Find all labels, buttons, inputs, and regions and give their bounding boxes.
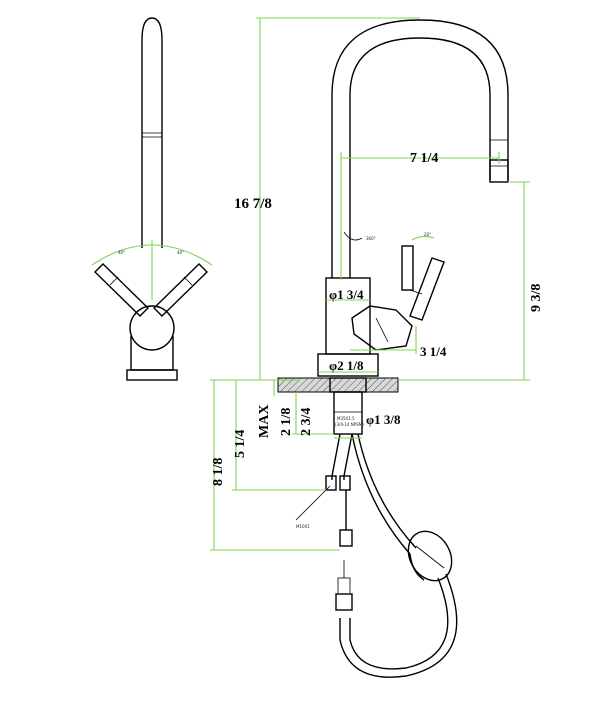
spout-rotation-label: 360° bbox=[366, 236, 376, 241]
handle-cartridge bbox=[351, 305, 413, 351]
side-view-left-handle-seg bbox=[109, 276, 119, 286]
base-diameter-label: φ2 1/8 bbox=[329, 358, 364, 373]
handle-tilt-arc bbox=[411, 235, 435, 241]
connector-leader bbox=[295, 485, 331, 521]
pull-hose-upper-2 bbox=[351, 433, 411, 555]
hose-length-1-label: 5 1/4 bbox=[233, 430, 248, 458]
front-view: 360° 20° M35X1.5 (3/4-14 NPSM) M10X1 bbox=[277, 19, 509, 678]
hose-length-2-label: 8 1/8 bbox=[211, 458, 226, 486]
side-view-body bbox=[130, 336, 174, 371]
pull-hose-end-connector bbox=[337, 577, 351, 595]
side-view: 40° 40° bbox=[91, 17, 213, 381]
rotation-arrow bbox=[343, 231, 363, 241]
shank bbox=[333, 391, 363, 435]
side-view-base bbox=[126, 369, 178, 381]
hose-weight-line bbox=[415, 545, 445, 569]
side-view-right-handle-seg bbox=[183, 276, 193, 286]
overall-height-label: 16 7/8 bbox=[234, 196, 272, 212]
shank-length-label: 2 3/4 bbox=[299, 408, 314, 436]
pull-hose-loop-outer bbox=[339, 573, 458, 678]
side-view-left-handle bbox=[94, 263, 149, 317]
spout-reach-label: 7 1/4 bbox=[410, 151, 438, 166]
shank-label-1: M35X1.5 bbox=[337, 416, 355, 421]
dimension-labels: 16 7/8 7 1/4 9 3/8 φ1 3/4 φ2 1/8 3 1/4 M… bbox=[211, 151, 544, 486]
pull-hose-loop-inner bbox=[349, 577, 449, 670]
pull-hose-upper bbox=[357, 433, 417, 549]
hose-connector-label: M10X1 bbox=[296, 524, 310, 529]
handle-tilt-label: 20° bbox=[424, 232, 431, 237]
cartridge-line bbox=[375, 317, 389, 343]
shank-label-2: (3/4-14 NPSM) bbox=[335, 422, 364, 427]
spout-height-label: 9 3/8 bbox=[529, 284, 544, 312]
side-view-right-handle bbox=[153, 263, 208, 317]
supply-hose-right bbox=[343, 433, 353, 480]
supply-end-fitting bbox=[339, 529, 353, 547]
angle-left-label: 40° bbox=[118, 250, 125, 255]
body-diameter-label: φ1 3/4 bbox=[329, 287, 364, 302]
handle-offset-label: 3 1/4 bbox=[420, 344, 447, 359]
deck-max-label: 2 1/8 bbox=[279, 408, 294, 436]
max-label: MAX bbox=[257, 405, 272, 438]
pull-hose-end-fitting bbox=[335, 593, 353, 611]
supply-fitting-left bbox=[325, 475, 337, 491]
dimension-lines bbox=[210, 17, 530, 551]
hose-weight bbox=[407, 530, 453, 582]
side-view-spout bbox=[141, 17, 163, 248]
spout-inner bbox=[349, 37, 491, 278]
angle-right-label: 40° bbox=[177, 250, 184, 255]
shank-diameter-label: φ1 3/8 bbox=[366, 412, 401, 427]
body-base bbox=[317, 353, 379, 377]
handle-lever-seg bbox=[409, 289, 423, 295]
side-view-handle-knob bbox=[129, 305, 175, 351]
handle-lever-tilted bbox=[409, 257, 445, 321]
spout-outer bbox=[331, 19, 509, 278]
handle-lever-upright bbox=[401, 245, 414, 291]
supply-fitting-right bbox=[339, 475, 351, 491]
supply-hose-left bbox=[331, 433, 341, 480]
